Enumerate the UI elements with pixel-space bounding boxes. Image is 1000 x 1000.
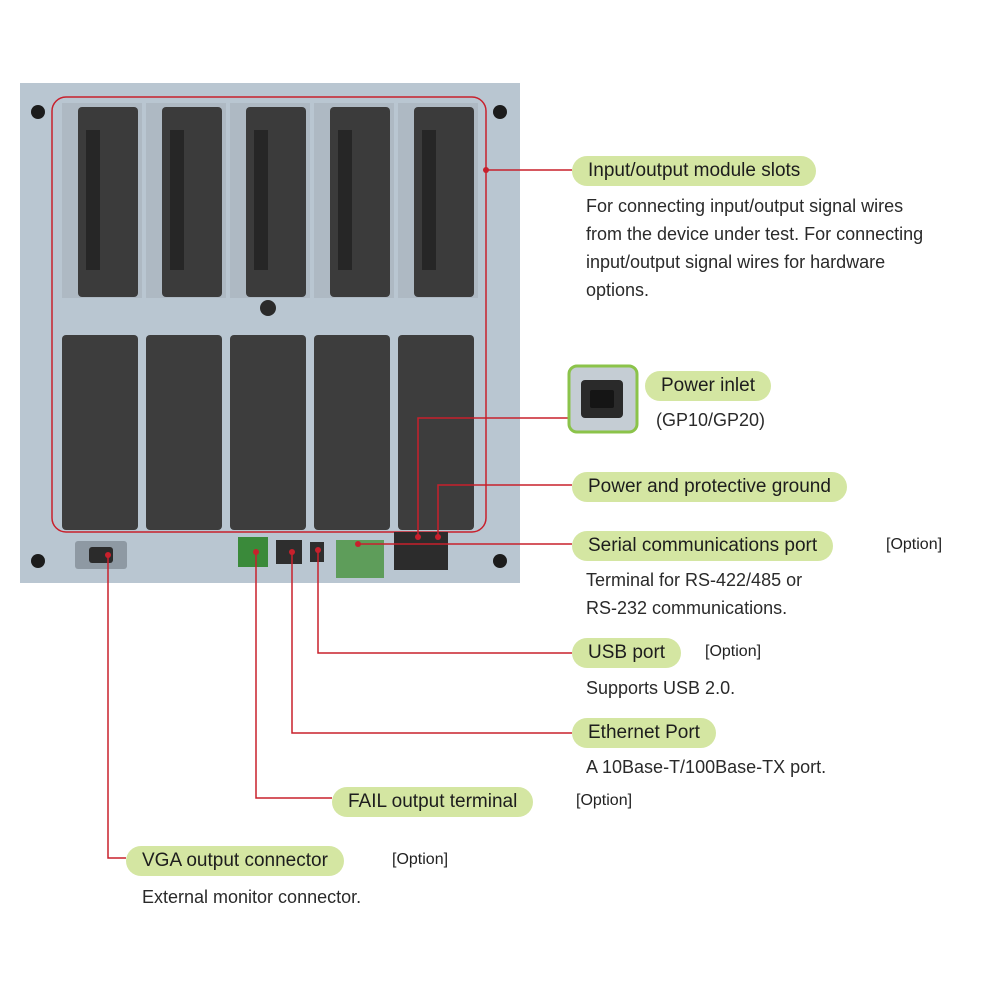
mounting-hole-bl (31, 554, 45, 568)
io-module-row-upper (62, 103, 478, 316)
power-inlet-photo (567, 364, 639, 434)
io-module (146, 335, 222, 530)
serial-port-description: Terminal for RS-422/485 or RS-232 commun… (586, 566, 986, 622)
io-module (314, 103, 394, 298)
serial-port-option-tag: [Option] (886, 536, 943, 553)
desc-line: options. (586, 280, 650, 300)
desc-line: from the device under test. For connecti… (586, 224, 924, 244)
mounting-hole-tl (31, 105, 45, 119)
io-module (146, 103, 226, 298)
io-module (314, 335, 390, 530)
io-module (398, 103, 478, 298)
leader-lines (107, 169, 572, 859)
desc-line: For connecting input/output signal wires (586, 196, 904, 216)
usb-port-label: USB port (572, 638, 682, 668)
fail-output-label: FAIL output terminal (332, 787, 534, 817)
leader-ethernet (291, 552, 572, 734)
power-ground-label: Power and protective ground (572, 472, 847, 502)
io-module-slots-description: For connecting input/output signal wires… (586, 192, 986, 304)
usb-port-description: Supports USB 2.0. (586, 678, 736, 698)
vga-output-option-tag: [Option] (392, 851, 449, 868)
power-inlet-description: (GP10/GP20) (656, 410, 766, 430)
io-module (230, 103, 310, 298)
mounting-hole-tr (493, 105, 507, 119)
power-inlet-label: Power inlet (645, 371, 771, 401)
desc-line: RS-232 communications. (586, 598, 788, 618)
mounting-hole-br (493, 554, 507, 568)
io-module (398, 335, 474, 530)
vga-output-label: VGA output connector (126, 846, 344, 876)
io-slots-outline (51, 96, 487, 533)
serial-port-label: Serial communications port (572, 531, 834, 561)
usb-port-option-tag: [Option] (705, 643, 762, 660)
leader-power-inlet (417, 417, 570, 537)
leader-dots (105, 167, 489, 558)
io-module (62, 335, 138, 530)
ethernet-port-description: A 10Base-T/100Base-TX port. (586, 757, 827, 777)
desc-line: Terminal for RS-422/485 or (586, 570, 803, 590)
leader-vga (107, 555, 126, 859)
center-screw (260, 300, 276, 316)
io-module (230, 335, 306, 530)
ethernet-port-label: Ethernet Port (572, 718, 716, 748)
leader-fail (255, 552, 332, 799)
leader-power-ground (437, 484, 572, 537)
io-module-row-lower (62, 335, 474, 530)
vga-connector-socket (89, 547, 113, 563)
fail-output-option-tag: [Option] (576, 792, 633, 809)
serial-terminal (336, 540, 384, 578)
io-module-slots-label: Input/output module slots (572, 156, 817, 186)
vga-output-description: External monitor connector. (142, 887, 362, 907)
leader-usb (317, 550, 572, 654)
desc-line: input/output signal wires for hardware (586, 252, 886, 272)
io-module (62, 103, 142, 298)
